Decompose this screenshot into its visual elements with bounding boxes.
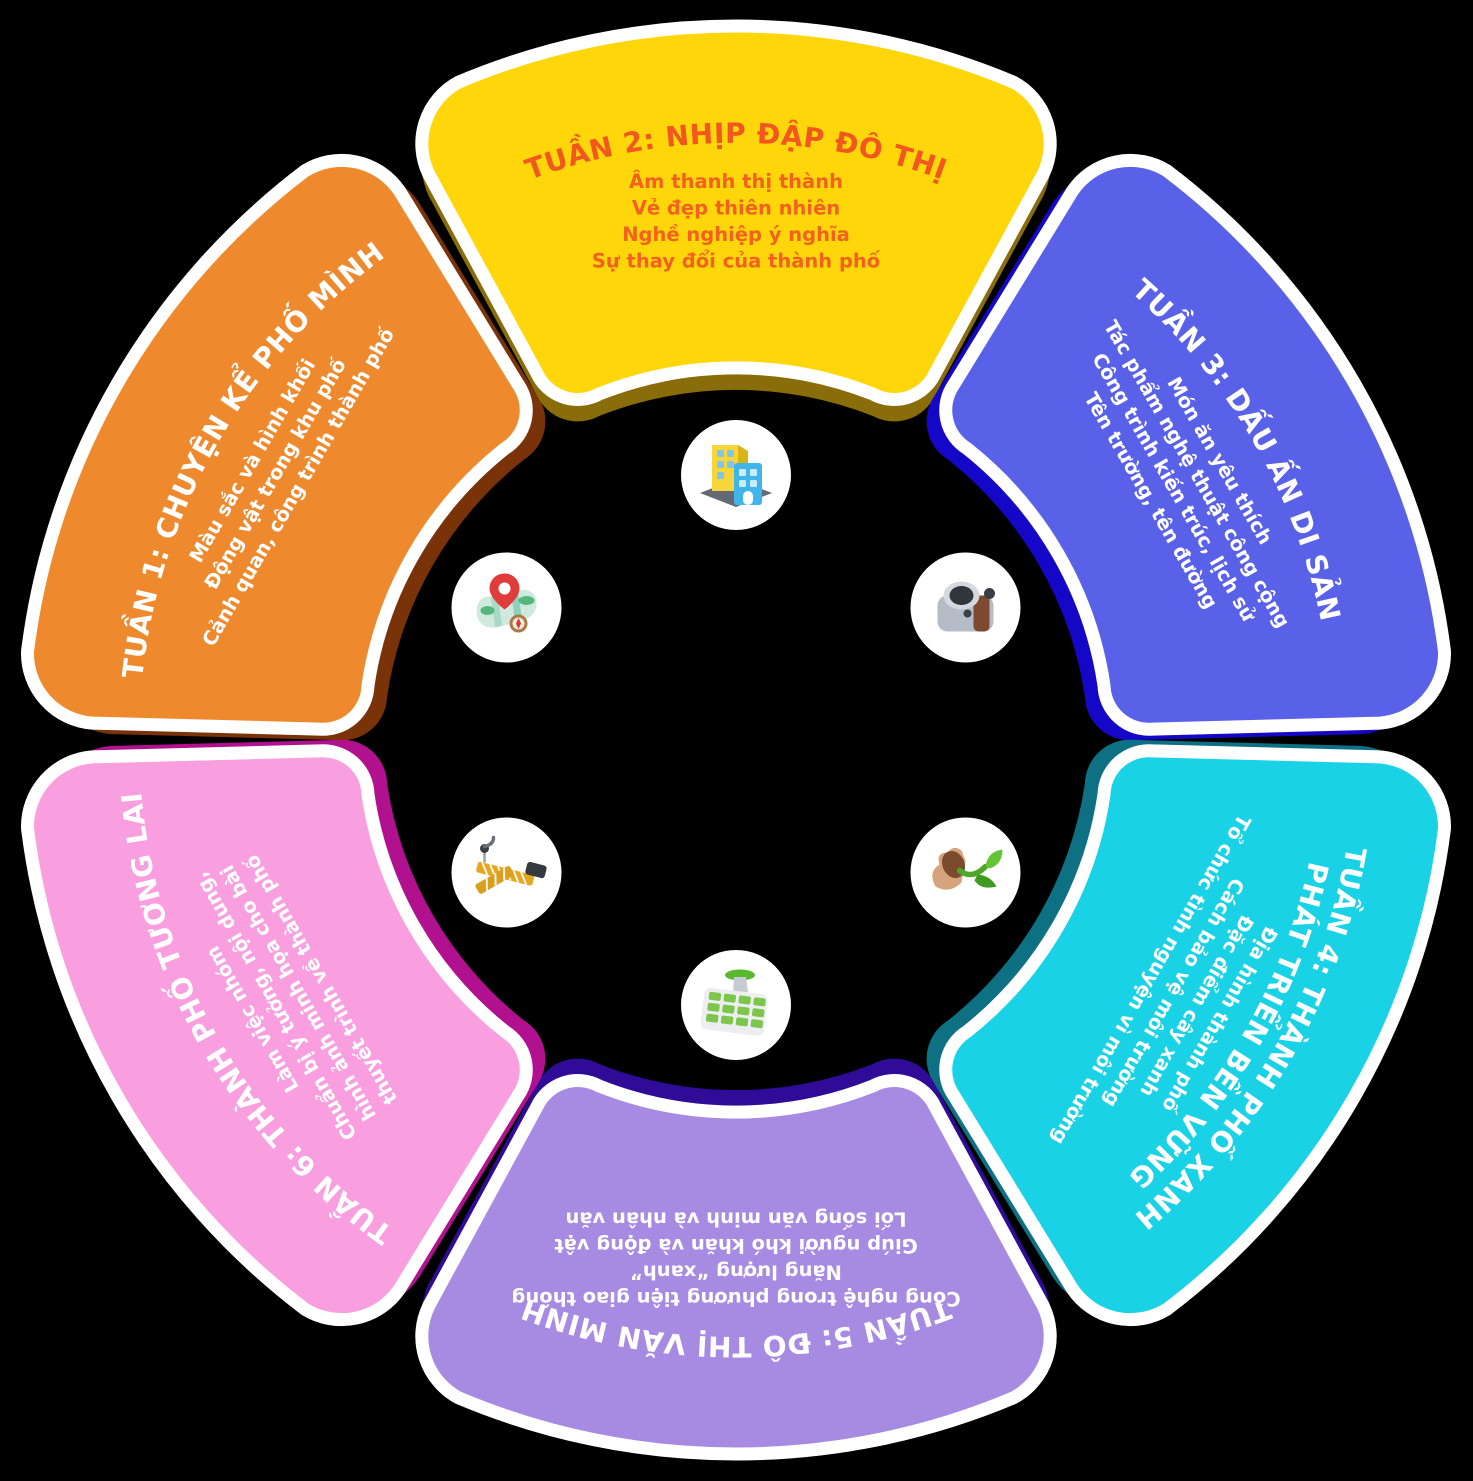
solar-panel-icon xyxy=(700,969,768,1036)
segment-shape-week-6 xyxy=(20,744,533,1327)
camera-icon xyxy=(937,581,995,632)
segment-shape-week-2 xyxy=(415,19,1057,406)
segment-item-week-2: Sự thay đổi của thành phố xyxy=(592,250,881,273)
segment-shape-week-3 xyxy=(939,153,1452,736)
segment-item-week-5: Công nghệ trong phương tiện giao thông xyxy=(511,1287,960,1310)
segment-shape-week-5 xyxy=(415,1074,1057,1461)
icon-bubble-week-2 xyxy=(681,420,791,530)
map-location-icon xyxy=(476,573,537,633)
icon-bubble-week-4 xyxy=(910,817,1021,928)
seedling-icon xyxy=(932,847,1003,890)
icon-bubble-week-3 xyxy=(910,552,1021,663)
segment-item-week-5: Năng lượng “xanh” xyxy=(630,1261,842,1284)
segment-shape-week-4 xyxy=(939,744,1452,1327)
city-buildings-icon xyxy=(700,445,772,507)
icon-bubble-week-5 xyxy=(681,950,791,1060)
segment-item-week-2: Vẻ đẹp thiên nhiên xyxy=(632,197,840,220)
icon-bubble-week-6 xyxy=(451,817,562,928)
icon-bubble-week-1 xyxy=(451,552,562,663)
crane-icon xyxy=(475,835,547,894)
segment-item-week-2: Nghề nghiệp ý nghĩa xyxy=(622,223,850,246)
center-icons-layer xyxy=(451,420,1021,1060)
segment-item-week-5: Lối sống văn minh và nhân văn xyxy=(565,1208,906,1231)
segment-item-week-2: Âm thanh thị thành xyxy=(629,170,843,193)
segment-item-week-5: Giúp người khó khăn và động vật xyxy=(554,1234,917,1257)
segment-shape-week-1 xyxy=(20,153,533,736)
